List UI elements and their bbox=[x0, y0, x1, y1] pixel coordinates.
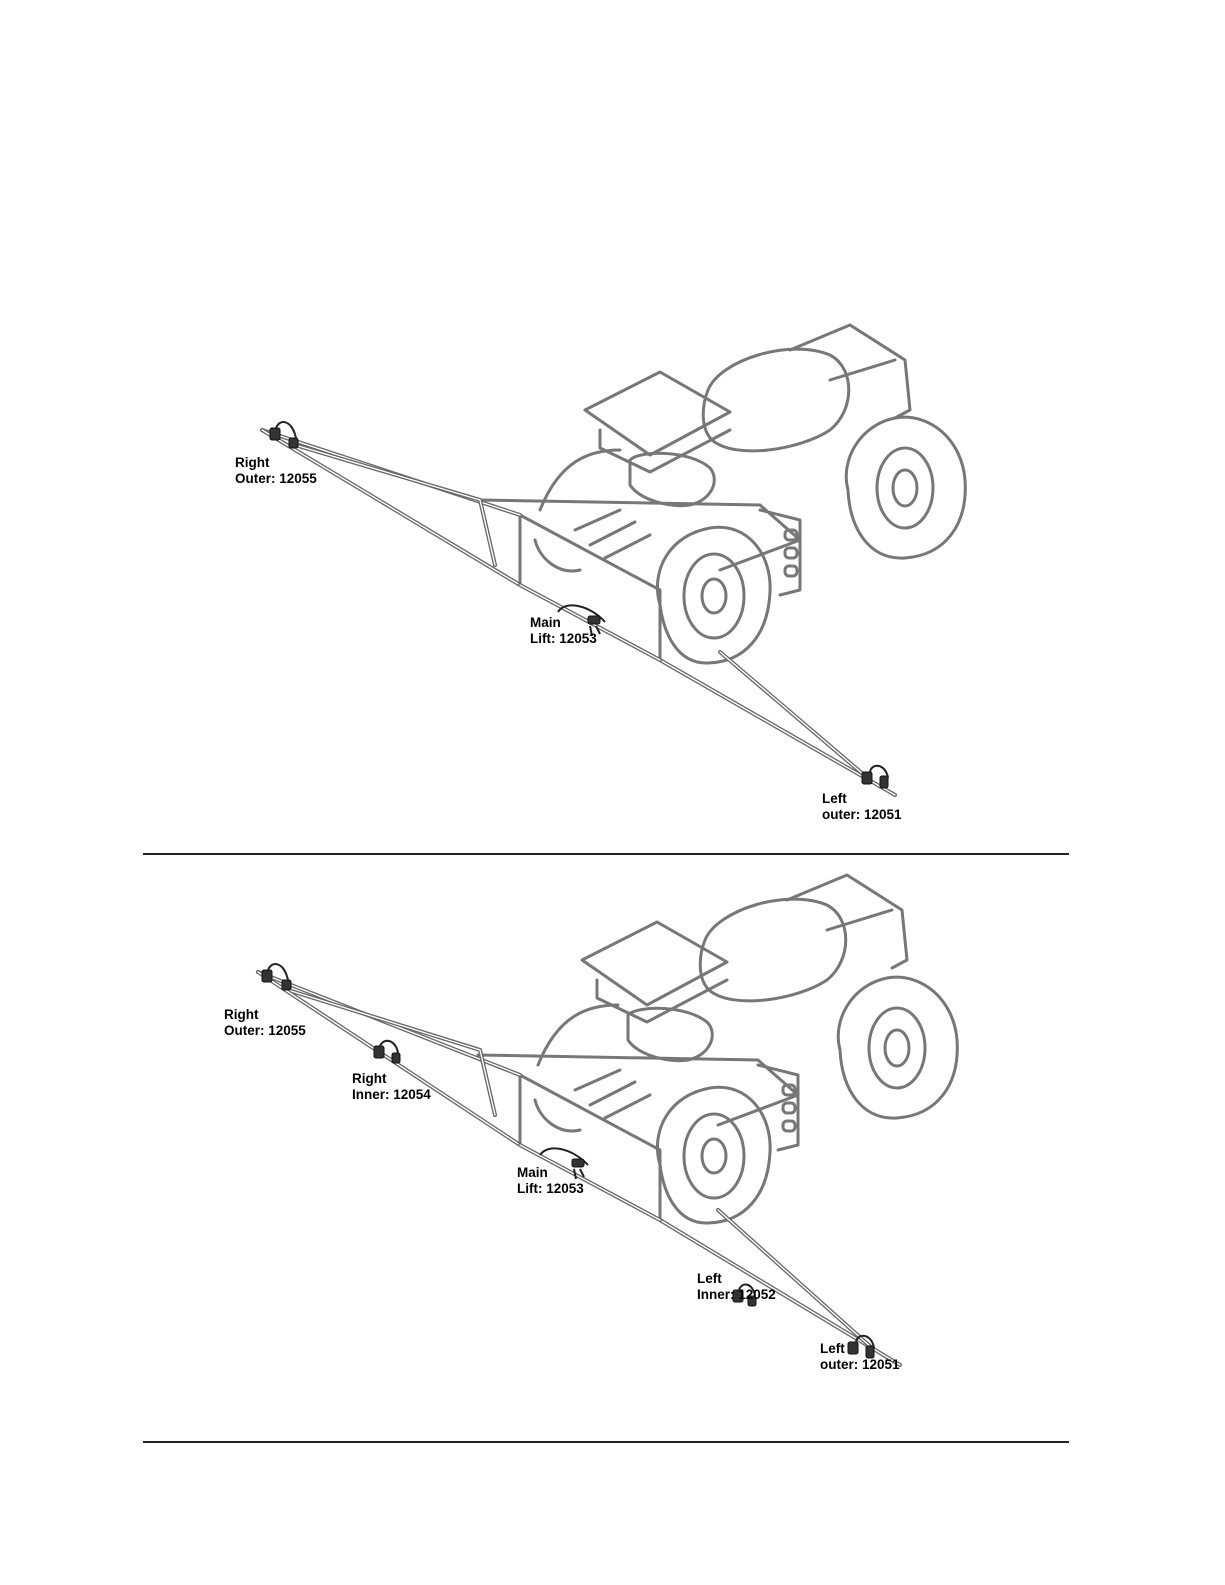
divider-rule-bottom bbox=[143, 1441, 1069, 1443]
sprayer-illustration-top bbox=[0, 300, 1225, 840]
sprayer-illustration-bottom bbox=[0, 860, 1225, 1420]
boom-arms bbox=[262, 430, 895, 795]
divider-rule-top bbox=[143, 853, 1069, 855]
tractor-body bbox=[480, 325, 965, 663]
right-inner-cylinder bbox=[374, 1041, 400, 1063]
